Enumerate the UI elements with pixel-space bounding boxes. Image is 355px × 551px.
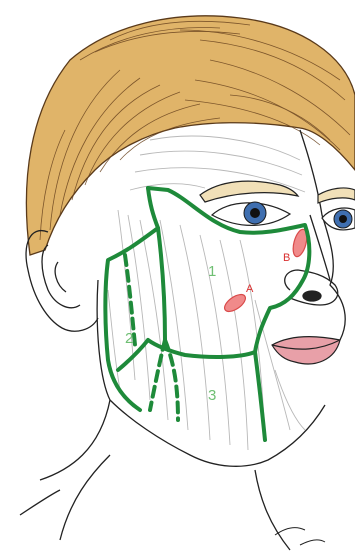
lips	[272, 337, 340, 364]
point-b-label: B	[283, 252, 290, 264]
point-a-label: A	[246, 283, 254, 295]
zone-2-label: 2	[125, 330, 133, 347]
eye	[212, 202, 355, 230]
neck-lines	[275, 528, 325, 545]
eyebrow	[200, 181, 355, 203]
zone-3-label: 3	[208, 387, 216, 404]
zone-1-label: 1	[208, 263, 216, 280]
treatment-point-a: A	[222, 283, 254, 315]
hair	[26, 16, 355, 255]
skin-contour-lines	[108, 136, 305, 450]
